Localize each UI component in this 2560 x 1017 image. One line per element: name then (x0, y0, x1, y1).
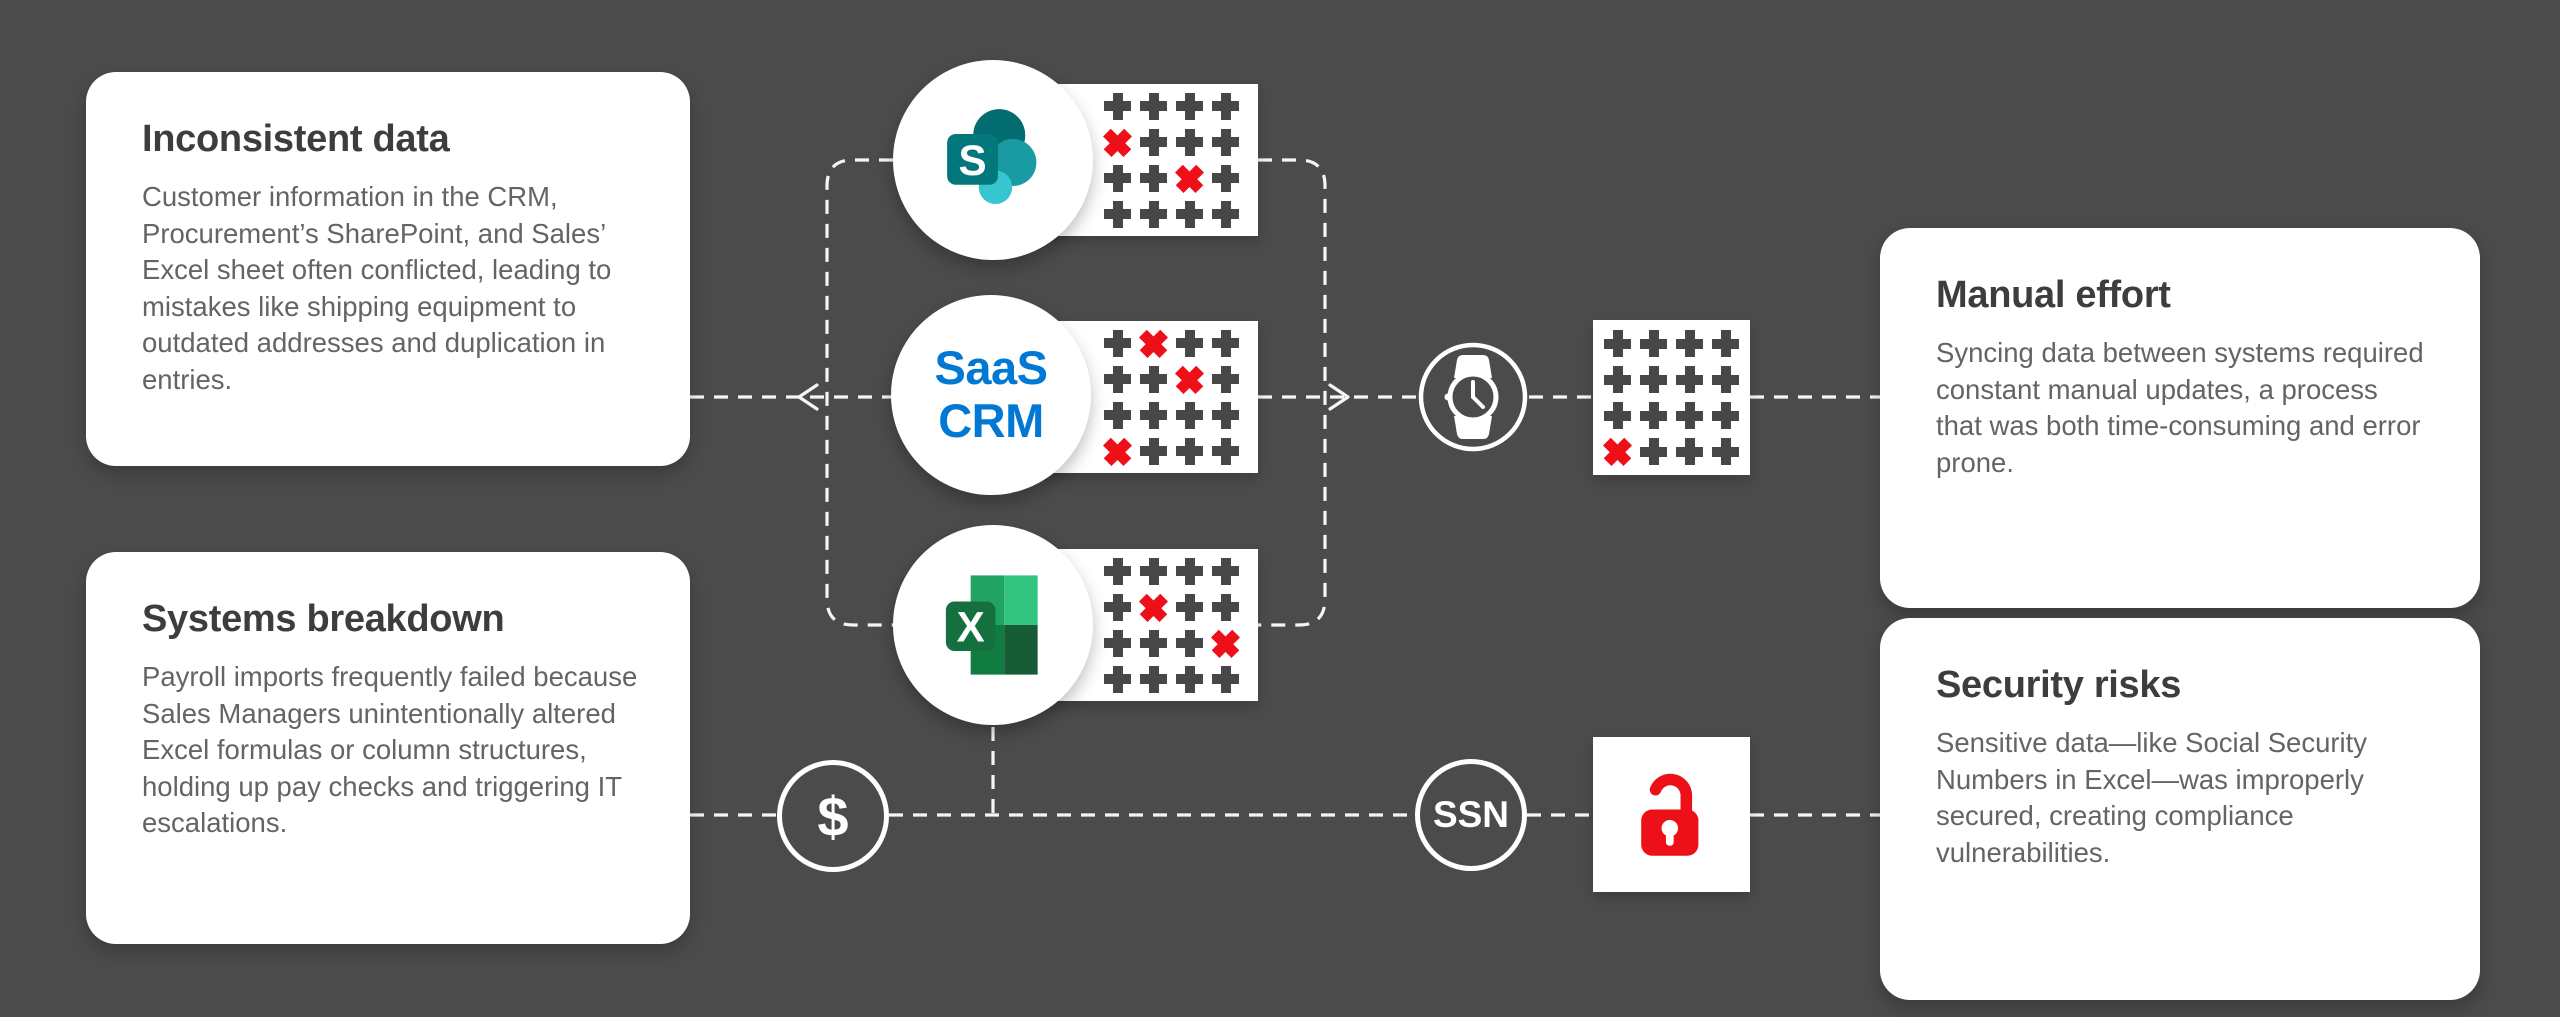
watch-badge (1417, 341, 1529, 453)
record-ok-plus-glyph (1673, 363, 1706, 396)
card-title: Systems breakdown (142, 598, 505, 640)
excel-letter: X (957, 604, 985, 651)
card-security-risks: Security risks Sensitive data—like Socia… (1880, 618, 2480, 1000)
unlocked-padlock-icon (1640, 773, 1698, 856)
card-manual-effort: Manual effort Syncing data between syste… (1880, 228, 2480, 608)
record-ok-plus-glyph (1101, 663, 1134, 696)
crm-line: CRM (938, 394, 1044, 447)
record-ok-plus-glyph (1709, 399, 1742, 432)
card-body: Syncing data between systems required co… (1936, 337, 2424, 478)
record-ok-plus-glyph (1601, 399, 1634, 432)
excel-data-grid (1101, 555, 1242, 696)
saas-crm-label: SaaS CRM (935, 342, 1048, 447)
record-ok-plus-glyph (1709, 327, 1742, 360)
card-systems-breakdown: Systems breakdown Payroll imports freque… (86, 552, 690, 944)
record-ok-plus-glyph (1673, 435, 1706, 468)
record-error-x-glyph (1202, 620, 1249, 667)
sharepoint-logo-icon: S (947, 109, 1037, 205)
record-ok-plus-glyph (1173, 198, 1206, 231)
record-ok-plus-glyph (1137, 399, 1170, 432)
card-title: Manual effort (1936, 274, 2171, 316)
card-body: Sensitive data—like Social Security Numb… (1936, 727, 2368, 868)
record-ok-plus-glyph (1637, 399, 1670, 432)
record-error-x-glyph (1166, 155, 1213, 202)
record-ok-plus-glyph (1673, 399, 1706, 432)
record-ok-plus-glyph (1101, 363, 1134, 396)
record-ok-plus-glyph (1709, 435, 1742, 468)
record-ok-plus-glyph (1209, 327, 1242, 360)
arrowhead-right (1328, 383, 1350, 411)
arrowhead-left (797, 383, 819, 411)
record-error-x-glyph (1166, 356, 1213, 403)
record-ok-plus-glyph (1209, 399, 1242, 432)
record-ok-plus-glyph (1137, 198, 1170, 231)
record-ok-plus-glyph (1173, 399, 1206, 432)
record-ok-plus-glyph (1173, 663, 1206, 696)
record-ok-plus-glyph (1173, 327, 1206, 360)
record-ok-plus-glyph (1637, 327, 1670, 360)
card-body: Customer information in the CRM, Procure… (142, 181, 612, 395)
record-ok-plus-glyph (1137, 435, 1170, 468)
record-error-x-glyph (1594, 428, 1641, 475)
saas-line: SaaS (934, 341, 1048, 395)
record-ok-plus-glyph (1601, 363, 1634, 396)
ssn-label: SSN (1432, 794, 1510, 835)
record-ok-plus-glyph (1209, 126, 1242, 159)
record-ok-plus-glyph (1101, 399, 1134, 432)
card-title: Security risks (1936, 664, 2182, 706)
record-ok-plus-glyph (1209, 555, 1242, 588)
record-ok-plus-glyph (1101, 162, 1134, 195)
record-ok-plus-glyph (1101, 555, 1134, 588)
record-ok-plus-glyph (1673, 327, 1706, 360)
sharepoint-letter: S (958, 137, 986, 184)
record-ok-plus-glyph (1209, 435, 1242, 468)
sharepoint-node: S (893, 60, 1093, 260)
dollar-sign-label: $ (817, 784, 849, 848)
record-error-x-glyph (1094, 119, 1141, 166)
record-ok-plus-glyph (1209, 663, 1242, 696)
saas-crm-node: SaaS CRM (891, 295, 1091, 495)
record-ok-plus-glyph (1209, 198, 1242, 231)
record-ok-plus-glyph (1137, 90, 1170, 123)
record-ok-plus-glyph (1173, 126, 1206, 159)
record-ok-plus-glyph (1101, 90, 1134, 123)
left-bracket-line (825, 158, 893, 627)
record-ok-plus-glyph (1209, 363, 1242, 396)
ssn-badge: SSN (1415, 759, 1527, 871)
record-ok-plus-glyph (1137, 126, 1170, 159)
record-error-x-glyph (1130, 584, 1177, 631)
excel-node: X (893, 525, 1093, 725)
record-ok-plus-glyph (1101, 198, 1134, 231)
sharepoint-data-grid (1101, 90, 1242, 231)
card-inconsistent-data: Inconsistent data Customer information i… (86, 72, 690, 466)
record-ok-plus-glyph (1637, 363, 1670, 396)
security-lock-box (1593, 737, 1750, 892)
record-ok-plus-glyph (1209, 162, 1242, 195)
record-ok-plus-glyph (1173, 90, 1206, 123)
record-ok-plus-glyph (1137, 627, 1170, 660)
card-body: Payroll imports frequently failed becaus… (142, 661, 638, 839)
record-ok-plus-glyph (1173, 555, 1206, 588)
record-ok-plus-glyph (1173, 435, 1206, 468)
record-error-x-glyph (1094, 428, 1141, 475)
card-title: Inconsistent data (142, 118, 450, 160)
crm-data-grid (1101, 327, 1242, 468)
manual-sync-grid (1601, 327, 1742, 468)
record-ok-plus-glyph (1209, 591, 1242, 624)
dollar-badge: $ (777, 760, 889, 872)
record-ok-plus-glyph (1637, 435, 1670, 468)
record-ok-plus-glyph (1601, 327, 1634, 360)
excel-logo-icon: X (945, 575, 1038, 675)
record-ok-plus-glyph (1101, 627, 1134, 660)
record-ok-plus-glyph (1173, 591, 1206, 624)
record-ok-plus-glyph (1137, 663, 1170, 696)
wristwatch-icon (1418, 342, 1528, 452)
record-ok-plus-glyph (1709, 363, 1742, 396)
record-error-x-glyph (1130, 320, 1177, 367)
right-bracket-line (1258, 158, 1327, 627)
record-ok-plus-glyph (1209, 90, 1242, 123)
manual-sync-grid-box (1593, 320, 1750, 475)
record-ok-plus-glyph (1137, 555, 1170, 588)
